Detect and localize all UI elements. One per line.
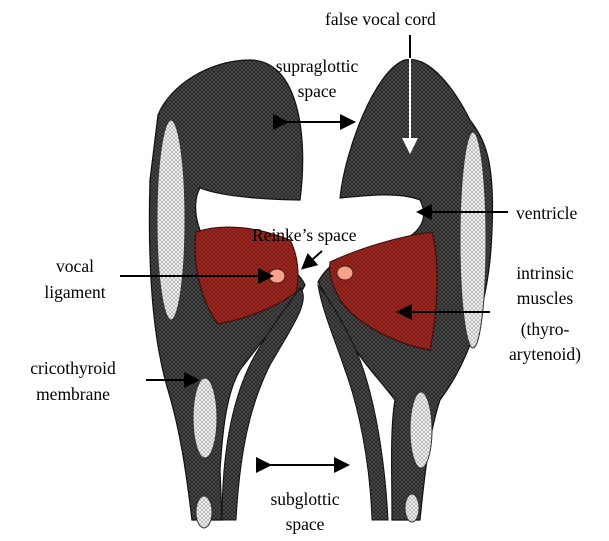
right-thyroid-cartilage — [460, 132, 486, 348]
ventricle-label: ventricle — [516, 202, 577, 224]
cricothyroid-membrane-label-line1: cricothyroid — [4, 357, 142, 379]
reinkes-space-arrow — [304, 251, 322, 267]
intrinsic-muscles-label-line3: (thyro- — [490, 318, 600, 340]
vocal-ligament-label-line2: ligament — [30, 281, 120, 303]
supraglottic-space-label-line2: space — [252, 80, 382, 102]
vocal-ligament-label-line1: vocal — [30, 255, 120, 277]
left-vocal-ligament — [269, 269, 285, 283]
right-cricoid-cartilage — [410, 392, 432, 468]
intrinsic-muscles-label-line1: intrinsic — [490, 262, 600, 284]
supraglottic-space-label-line1: supraglottic — [252, 55, 382, 77]
left-tracheal-ring — [196, 496, 212, 528]
right-vocal-ligament — [337, 266, 353, 280]
subglottic-space-label-line1: subglottic — [245, 488, 365, 510]
intrinsic-muscles-label-line2: muscles — [490, 287, 600, 309]
reinkes-space-label: Reinke’s space — [252, 224, 356, 246]
left-cricoid-cartilage — [193, 378, 217, 458]
false-vocal-cord-label: false vocal cord — [325, 8, 436, 30]
right-tracheal-ring — [405, 494, 419, 522]
cricothyroid-membrane-label-line2: membrane — [4, 383, 142, 405]
intrinsic-muscles-label-line4: arytenoid) — [490, 343, 600, 365]
subglottic-space-label-line2: space — [245, 513, 365, 535]
left-thyroid-cartilage — [157, 120, 185, 320]
